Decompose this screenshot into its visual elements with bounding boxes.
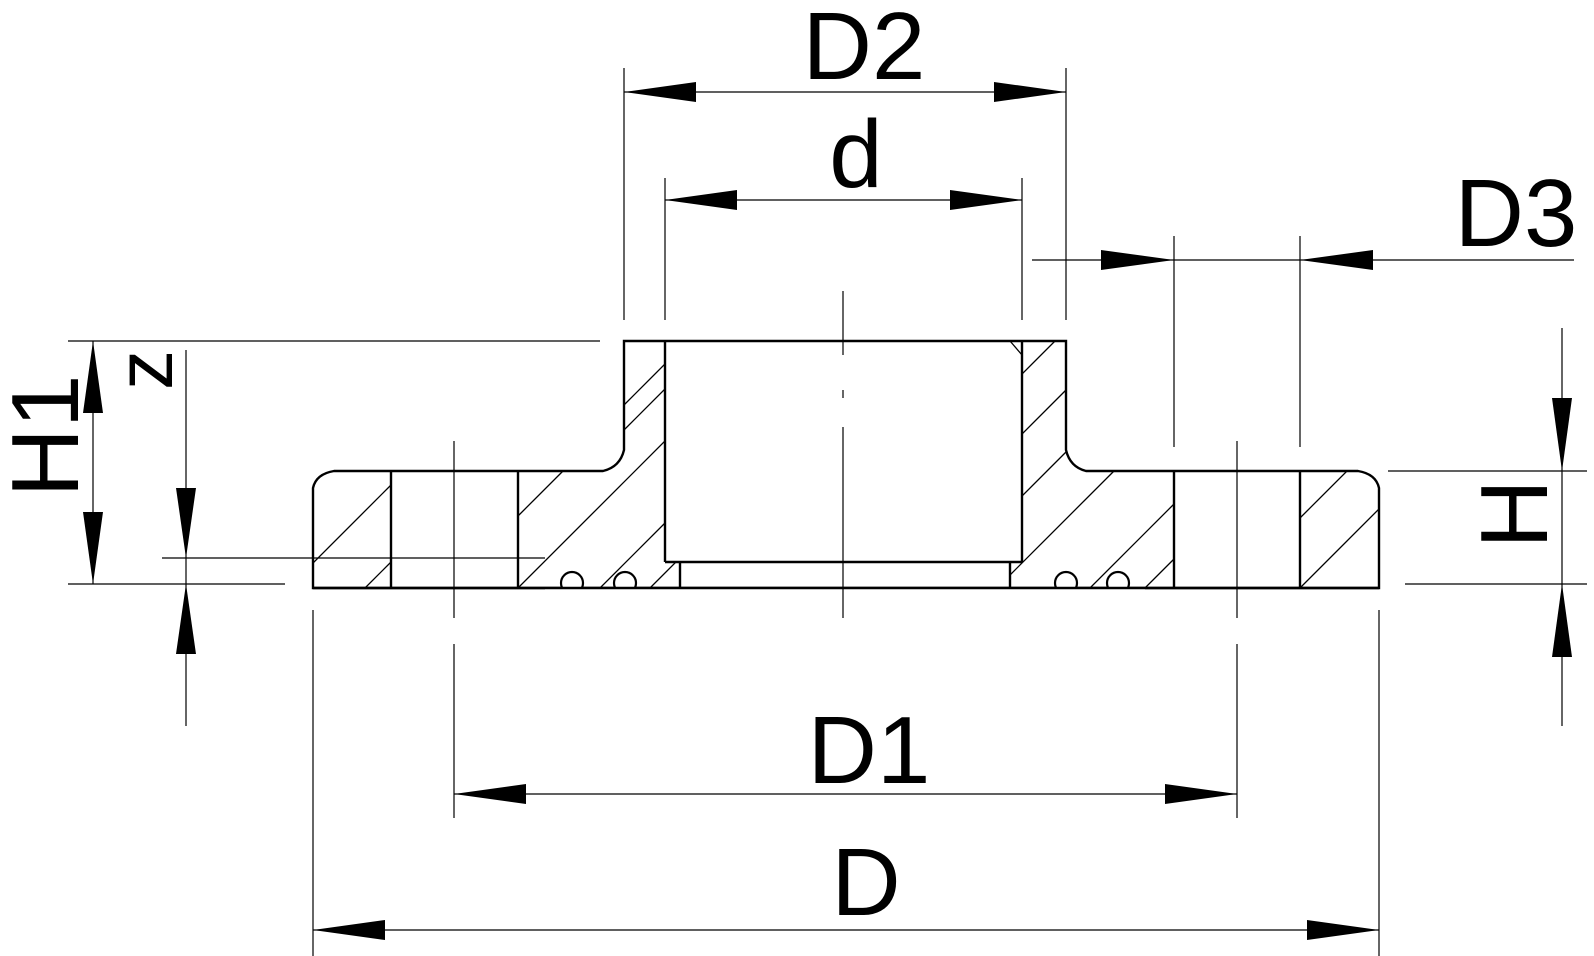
flange-outline: [311, 339, 1381, 590]
dimension-D: [313, 920, 1379, 940]
label-D3: D3: [1455, 160, 1578, 267]
label-D: D: [831, 829, 900, 936]
centerlines: [453, 291, 1238, 818]
dimension-H1: [83, 341, 103, 584]
heating-wire-grooves: [313, 570, 1379, 601]
label-H1: H1: [0, 375, 99, 498]
dimension-H: [1552, 328, 1572, 726]
dimension-D3: [1032, 250, 1574, 270]
dimension-d: [665, 190, 1022, 210]
dimension-D2: [624, 82, 1066, 102]
extension-lines: [68, 68, 1587, 956]
section-hatching: [313, 341, 1379, 588]
label-D1: D1: [808, 697, 931, 804]
label-z: z: [100, 350, 189, 390]
label-H: H: [1461, 479, 1568, 548]
dimension-z: [176, 350, 196, 726]
dimension-D1: [454, 784, 1237, 804]
label-D2: D2: [803, 0, 926, 100]
label-d: d: [829, 101, 882, 208]
